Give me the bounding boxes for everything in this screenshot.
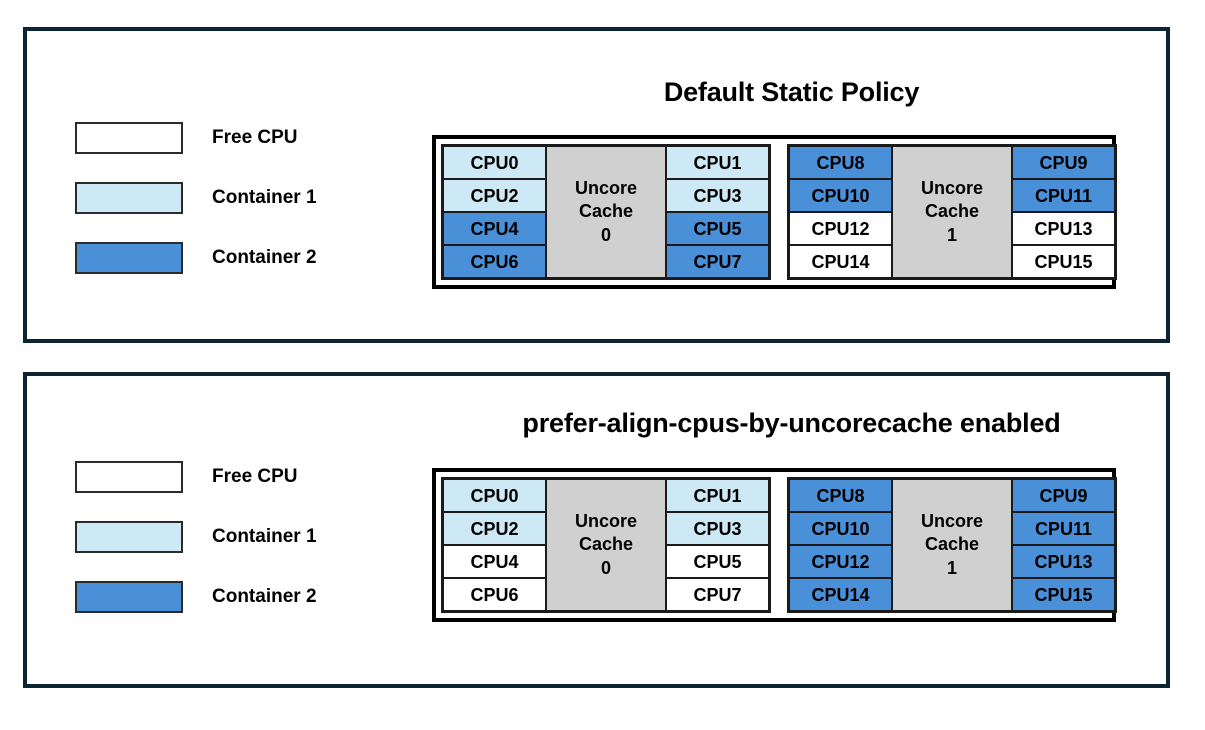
cpu-cell: CPU7 xyxy=(666,578,769,611)
cpu-cell: CPU0 xyxy=(443,146,546,179)
legend-swatch-container-1 xyxy=(75,182,183,214)
cpu-column-left: CPU0 CPU2 CPU4 CPU6 xyxy=(443,479,546,611)
uncore-cache-label-line-2: Cache xyxy=(924,534,980,555)
page-title: Default Static Policy xyxy=(663,77,920,107)
cpu-cell: CPU4 xyxy=(443,545,546,578)
cpu-cell: CPU1 xyxy=(666,146,769,179)
cpu-cell: CPU3 xyxy=(666,512,769,545)
legend: Free CPU Container 1 Container 2 xyxy=(75,447,317,627)
cpu-cell: CPU15 xyxy=(1012,245,1115,278)
cpu-column-right: CPU1 CPU3 CPU5 CPU7 xyxy=(666,146,769,278)
uncore-cache-label-line-3: 1 xyxy=(946,224,957,245)
cpu-cell: CPU7 xyxy=(666,245,769,278)
legend-swatch-free-cpu xyxy=(75,461,183,493)
uncore-cache-label-line-3: 1 xyxy=(946,557,957,578)
cpu-cell: CPU15 xyxy=(1012,578,1115,611)
uncore-cache-label-line-1: Uncore xyxy=(574,511,637,532)
cpu-cell: CPU10 xyxy=(789,512,892,545)
cpu-cell: CPU12 xyxy=(789,212,892,245)
cpu-cell: CPU6 xyxy=(443,578,546,611)
cpu-topology-diagram: CPU0 CPU2 CPU4 CPU6 Uncore Cache 0 CPU1 … xyxy=(432,135,1117,289)
cpu-column-left: CPU8 CPU10 CPU12 CPU14 xyxy=(789,146,892,278)
cache-group-1: CPU8 CPU10 CPU12 CPU14 Uncore Cache 1 CP… xyxy=(787,477,1117,613)
cpu-cell: CPU5 xyxy=(666,212,769,245)
legend-label-container-1: Container 1 xyxy=(212,526,317,547)
uncore-cache-label-line-3: 0 xyxy=(600,224,611,245)
cpu-cell: CPU11 xyxy=(1012,512,1115,545)
uncore-cache-block: Uncore Cache 0 xyxy=(546,479,666,611)
cpu-cell: CPU8 xyxy=(789,479,892,512)
legend: Free CPU Container 1 Container 2 xyxy=(75,108,317,288)
legend-swatch-container-2 xyxy=(75,242,183,274)
cpu-cell: CPU13 xyxy=(1012,212,1115,245)
cpu-cell: CPU4 xyxy=(443,212,546,245)
uncore-cache-label-line-1: Uncore xyxy=(574,178,637,199)
uncore-cache-label-line-1: Uncore xyxy=(920,178,983,199)
cpu-cell: CPU12 xyxy=(789,545,892,578)
legend-label-container-2: Container 2 xyxy=(212,586,317,607)
cpu-cell: CPU14 xyxy=(789,578,892,611)
legend-label-container-2: Container 2 xyxy=(212,247,317,268)
cpu-cell: CPU10 xyxy=(789,179,892,212)
legend-item-container-1: Container 1 xyxy=(75,168,317,228)
cpu-cell: CPU1 xyxy=(666,479,769,512)
cache-group-0: CPU0 CPU2 CPU4 CPU6 Uncore Cache 0 CPU1 … xyxy=(441,477,771,613)
legend-swatch-container-2 xyxy=(75,581,183,613)
uncore-cache-label-line-2: Cache xyxy=(578,534,634,555)
panel-default-static-policy: Default Static Policy Free CPU Container… xyxy=(23,27,1170,343)
legend-item-container-2: Container 2 xyxy=(75,228,317,288)
cpu-column-right: CPU9 CPU11 CPU13 CPU15 xyxy=(1012,146,1115,278)
cpu-column-left: CPU8 CPU10 CPU12 CPU14 xyxy=(789,479,892,611)
cpu-cell: CPU14 xyxy=(789,245,892,278)
cpu-cell: CPU13 xyxy=(1012,545,1115,578)
cpu-cell: CPU2 xyxy=(443,512,546,545)
cpu-topology-diagram: CPU0 CPU2 CPU4 CPU6 Uncore Cache 0 CPU1 … xyxy=(432,468,1117,622)
legend-swatch-free-cpu xyxy=(75,122,183,154)
cache-group-1: CPU8 CPU10 CPU12 CPU14 Uncore Cache 1 CP… xyxy=(787,144,1117,280)
cpu-cell: CPU9 xyxy=(1012,146,1115,179)
legend-item-free-cpu: Free CPU xyxy=(75,108,317,168)
legend-label-free-cpu: Free CPU xyxy=(212,466,298,487)
cache-group-0: CPU0 CPU2 CPU4 CPU6 Uncore Cache 0 CPU1 … xyxy=(441,144,771,280)
uncore-cache-block: Uncore Cache 0 xyxy=(546,146,666,278)
uncore-cache-block: Uncore Cache 1 xyxy=(892,479,1012,611)
legend-item-container-2: Container 2 xyxy=(75,567,317,627)
cpu-cell: CPU9 xyxy=(1012,479,1115,512)
legend-label-free-cpu: Free CPU xyxy=(212,127,298,148)
cpu-cell: CPU5 xyxy=(666,545,769,578)
legend-label-container-1: Container 1 xyxy=(212,187,317,208)
cpu-column-right: CPU9 CPU11 CPU13 CPU15 xyxy=(1012,479,1115,611)
cpu-cell: CPU2 xyxy=(443,179,546,212)
uncore-cache-label-line-3: 0 xyxy=(600,557,611,578)
cpu-cell: CPU3 xyxy=(666,179,769,212)
panel-prefer-align-cpus-by-uncorecache: prefer-align-cpus-by-uncorecache enabled… xyxy=(23,372,1170,688)
legend-item-container-1: Container 1 xyxy=(75,507,317,567)
page-title: prefer-align-cpus-by-uncorecache enabled xyxy=(522,408,1061,438)
cpu-cell: CPU11 xyxy=(1012,179,1115,212)
cpu-cell: CPU6 xyxy=(443,245,546,278)
cpu-cell: CPU8 xyxy=(789,146,892,179)
uncore-cache-label-line-2: Cache xyxy=(924,201,980,222)
uncore-cache-block: Uncore Cache 1 xyxy=(892,146,1012,278)
legend-swatch-container-1 xyxy=(75,521,183,553)
uncore-cache-label-line-1: Uncore xyxy=(920,511,983,532)
cpu-column-right: CPU1 CPU3 CPU5 CPU7 xyxy=(666,479,769,611)
cpu-column-left: CPU0 CPU2 CPU4 CPU6 xyxy=(443,146,546,278)
cpu-cell: CPU0 xyxy=(443,479,546,512)
legend-item-free-cpu: Free CPU xyxy=(75,447,317,507)
uncore-cache-label-line-2: Cache xyxy=(578,201,634,222)
